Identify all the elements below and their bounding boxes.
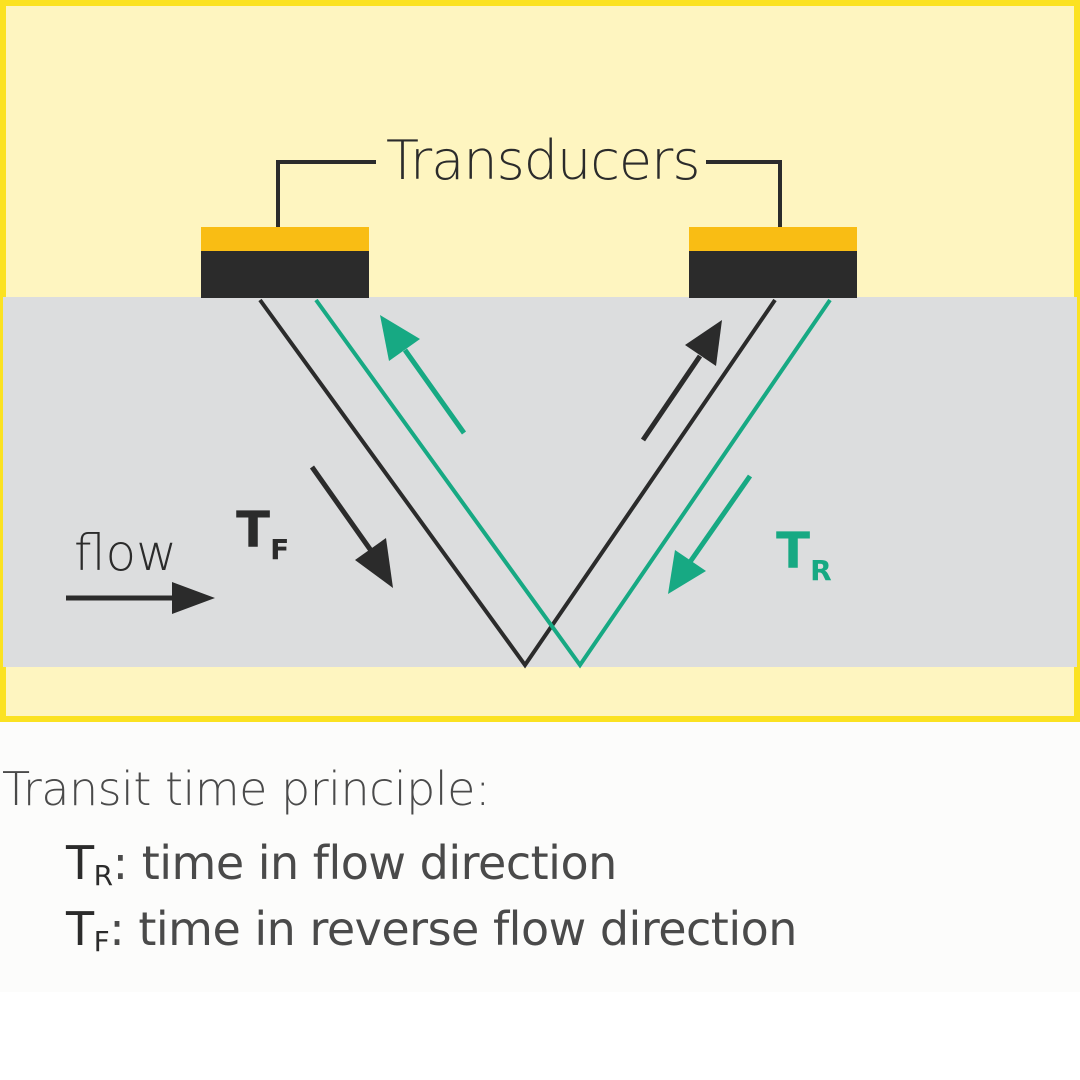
transducer-left-lead: [276, 160, 376, 227]
tf-label-symbol: T: [236, 501, 270, 559]
flow-label: flow: [74, 524, 177, 582]
caption-tr-subscript: R: [93, 859, 113, 892]
tr-label-symbol: T: [776, 522, 810, 580]
arrow-dark-up: [640, 320, 722, 442]
caption-tf-symbol: T: [66, 902, 94, 956]
caption: Transit time principle: TR: time in flow…: [0, 722, 1080, 992]
transducer-left: [201, 227, 369, 298]
caption-tf-text: : time in reverse flow direction: [109, 902, 797, 956]
caption-tr-symbol: T: [66, 836, 94, 890]
caption-tf-line: TF: time in reverse flow direction: [66, 902, 797, 958]
arrow-tf-down: [309, 465, 393, 588]
tf-label-subscript: F: [270, 533, 289, 566]
caption-tr-text: : time in flow direction: [112, 836, 618, 890]
transducer-right: [689, 227, 857, 298]
transducer-right-lead: [706, 160, 782, 227]
tr-label-subscript: R: [810, 554, 832, 587]
reverse-signal-path: [314, 298, 832, 669]
transducers-label: Transducers: [386, 129, 699, 192]
arrow-tr-down: [668, 474, 753, 594]
caption-tf-subscript: F: [93, 925, 110, 958]
arrow-green-up: [380, 315, 467, 435]
flow-arrow: [66, 582, 215, 614]
tf-label: TF: [236, 501, 289, 566]
transit-time-diagram: Transducers flow TF TR: [0, 0, 1080, 722]
caption-tr-line: TR: time in flow direction: [66, 836, 617, 892]
forward-signal-path: [258, 298, 777, 669]
caption-title: Transit time principle:: [2, 762, 490, 816]
tr-label: TR: [776, 522, 832, 587]
